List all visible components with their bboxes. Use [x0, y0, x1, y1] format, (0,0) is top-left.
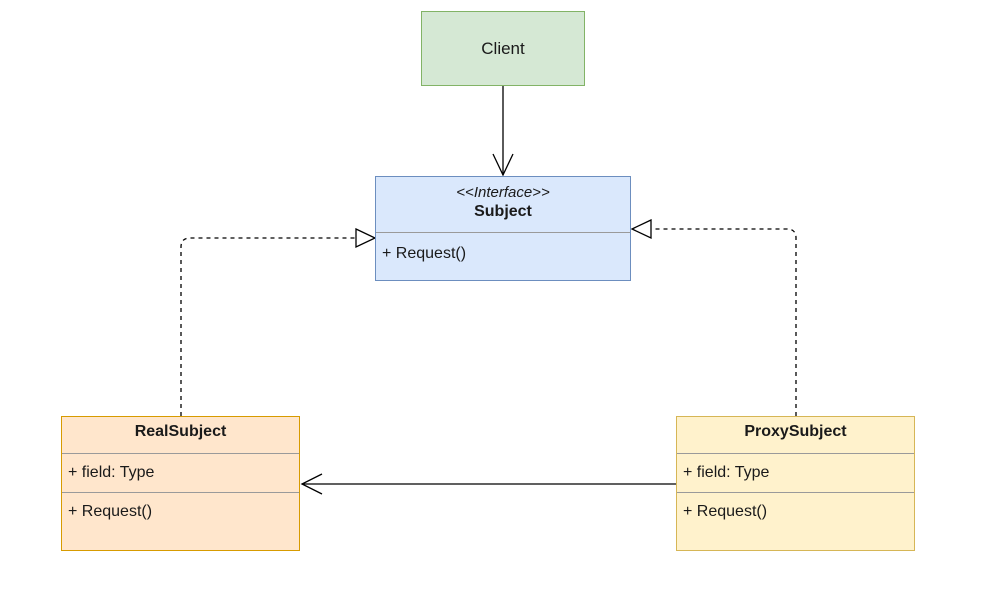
subject-header: <<Interface>> Subject	[376, 177, 630, 232]
realsubject-method: + Request()	[68, 503, 153, 520]
client-label: Client	[481, 38, 525, 58]
subject-stereotype: <<Interface>>	[456, 184, 550, 201]
proxysubject-realization-arrow	[630, 218, 797, 416]
proxysubject-field: + field: Type	[683, 464, 770, 481]
realsubject-realization-arrow	[180, 227, 377, 416]
realsubject-name: RealSubject	[134, 423, 227, 440]
realsubject-divider-2	[62, 492, 299, 493]
proxysubject-name: ProxySubject	[744, 423, 847, 440]
realsubject-divider-1	[62, 453, 299, 454]
proxy-to-realsubject-arrow	[300, 473, 676, 495]
proxysubject-divider-1	[677, 453, 914, 454]
subject-divider	[376, 232, 630, 233]
proxysubject-divider-2	[677, 492, 914, 493]
realsubject-field: + field: Type	[68, 464, 155, 481]
client-to-subject-arrow	[492, 86, 514, 177]
proxysubject-class-box[interactable]: ProxySubject + field: Type + Request()	[676, 416, 915, 551]
subject-interface-box[interactable]: <<Interface>> Subject + Request()	[375, 176, 631, 281]
subject-name: Subject	[474, 203, 532, 220]
proxysubject-method: + Request()	[683, 503, 768, 520]
realsubject-class-box[interactable]: RealSubject + field: Type + Request()	[61, 416, 300, 551]
client-box[interactable]: Client	[421, 11, 585, 86]
subject-method: + Request()	[382, 245, 467, 262]
